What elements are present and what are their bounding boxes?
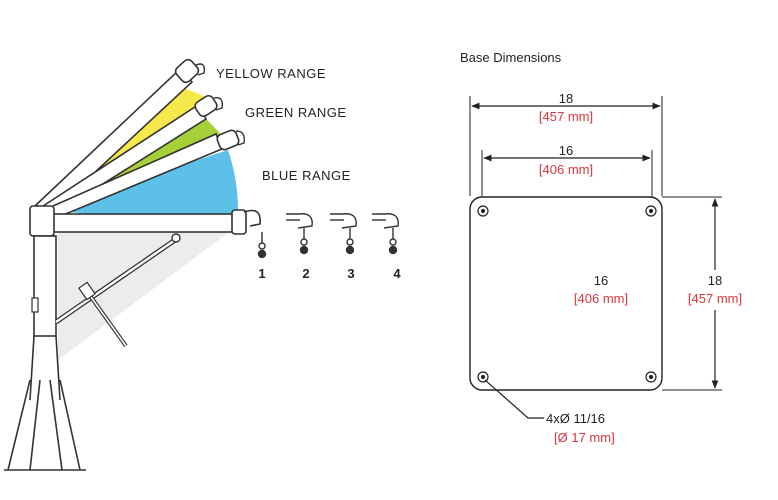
position-number-3: 3 [347,266,354,281]
support-area [58,224,240,360]
outer-height-mm-value: [457 mm] [688,291,742,306]
position-number-1: 1 [258,266,265,281]
hole-spacing-y-mm-value: [406 mm] [574,291,628,306]
support-strut [54,233,181,348]
green-range-label: GREEN RANGE [245,105,347,120]
jib-crane: YELLOW RANGE GREEN RANGE BLUE RANGE 1 2 … [4,58,401,471]
hook-position-4 [372,213,399,255]
hook-position-3 [330,213,357,255]
blue-range-label: BLUE RANGE [262,168,351,183]
hole-spacing-x-mm-value: [406 mm] [539,162,593,177]
pivot-head [29,205,55,237]
base-dimensions-title: Base Dimensions [460,50,562,65]
hole-spacing-x-value: 16 [559,143,573,158]
hole-size-mm-value: [Ø 17 mm] [554,430,615,445]
yellow-range-label: YELLOW RANGE [216,66,326,81]
hole-leader-line [484,379,544,419]
hook-position-1 [257,232,267,259]
base-legs [4,379,86,471]
hole-size-value: 4xØ 11/16 [546,411,605,426]
outer-width-mm-value: [457 mm] [539,109,593,124]
boom-blue-position [42,129,246,219]
base-dimensions: Base Dimensions [460,50,752,445]
position-number-2: 2 [302,266,309,281]
hook-position-2 [286,213,313,255]
position-number-4: 4 [393,266,401,281]
mounting-holes [477,205,657,383]
boom-horizontal [33,209,261,235]
hole-spacing-y-value: 16 [594,273,608,288]
mast [33,235,57,337]
outer-width-value: 18 [559,91,573,106]
outer-height-value: 18 [708,273,722,288]
